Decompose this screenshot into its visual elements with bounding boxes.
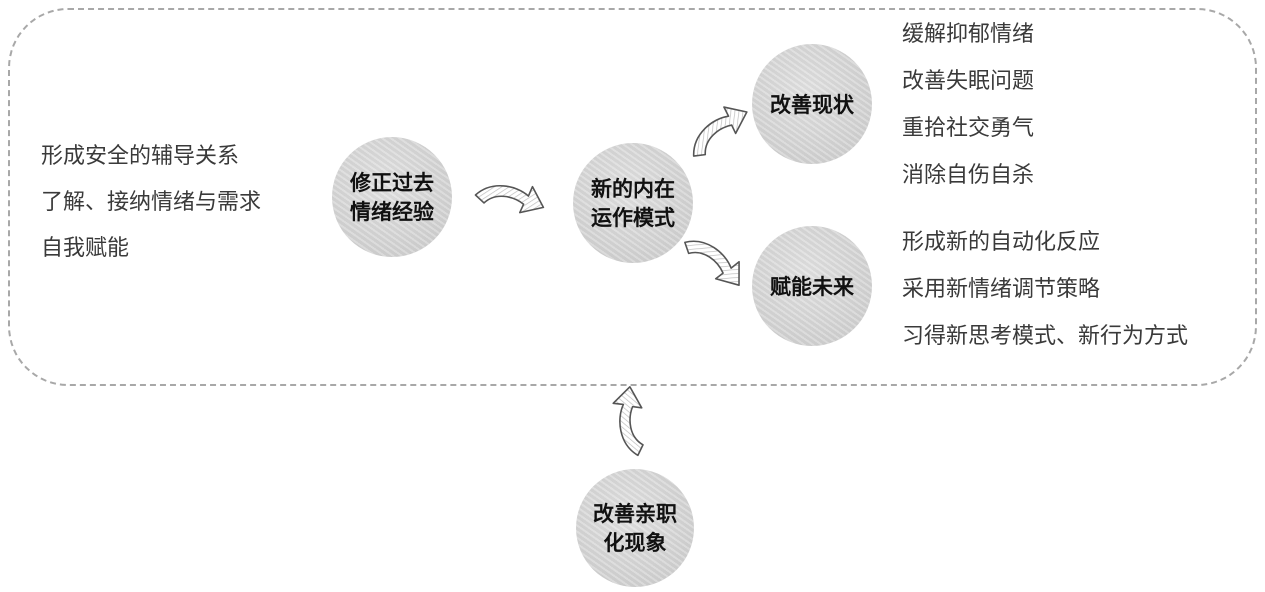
list-item: 自我赋能	[41, 236, 130, 261]
node-label-line: 改善现状	[770, 91, 854, 117]
node-label-line: 化现象	[603, 530, 667, 555]
node-correct-past: 修正过去 情绪经验	[332, 137, 452, 257]
future-outcomes-list: 形成新的自动化反应 采用新情绪调节策略 习得新思考模式、新行为方式	[902, 226, 1188, 367]
node-label-line: 情绪经验	[350, 199, 434, 224]
list-item: 缓解抑郁情绪	[902, 22, 1035, 47]
list-item: 形成安全的辅导关系	[41, 144, 240, 169]
list-item: 采用新情绪调节策略	[902, 277, 1101, 302]
node-parentification: 改善亲职 化现象	[576, 469, 694, 587]
node-label-line: 改善亲职	[593, 501, 677, 526]
arrow-to-present-icon	[680, 97, 754, 164]
present-outcomes-list: 缓解抑郁情绪 改善失眠问题 重拾社交勇气 消除自伤自杀	[902, 18, 1034, 206]
node-empower-future: 赋能未来	[752, 226, 872, 346]
node-improve-present: 改善现状	[752, 44, 872, 164]
node-label-line: 运作模式	[591, 205, 675, 230]
node-label-line: 赋能未来	[770, 273, 854, 299]
dashed-boundary	[8, 8, 1257, 386]
list-item: 了解、接纳情绪与需求	[41, 190, 262, 215]
node-label-line: 修正过去	[350, 170, 434, 195]
arrow-from-parentification-icon	[611, 385, 647, 458]
list-item: 重拾社交勇气	[902, 116, 1035, 141]
node-label-line: 新的内在	[591, 176, 675, 201]
node-new-internal-model: 新的内在 运作模式	[573, 143, 693, 263]
list-item: 形成新的自动化反应	[902, 230, 1101, 255]
list-item: 消除自伤自杀	[902, 163, 1035, 188]
arrow-to-new-model-icon	[473, 174, 548, 218]
arrow-to-future-icon	[678, 226, 752, 294]
list-item: 习得新思考模式、新行为方式	[902, 324, 1189, 349]
foundation-list: 形成安全的辅导关系 了解、接纳情绪与需求 自我赋能	[41, 140, 261, 278]
list-item: 改善失眠问题	[902, 69, 1035, 94]
